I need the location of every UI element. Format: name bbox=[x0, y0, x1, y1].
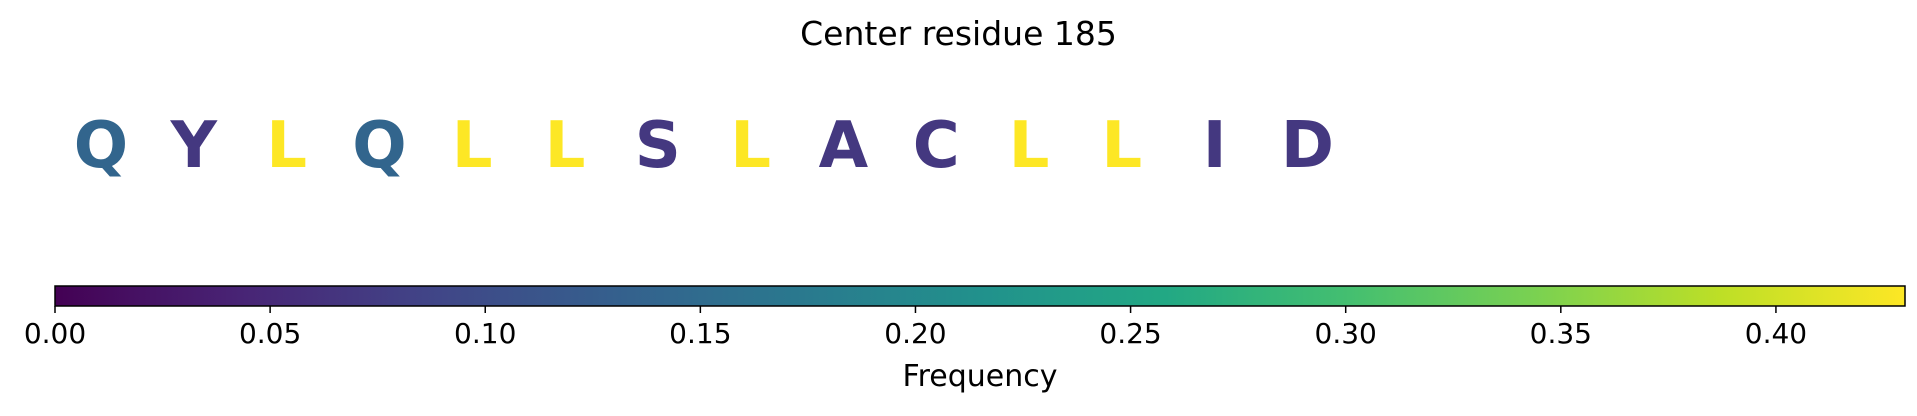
colorbar-tick-label: 0.40 bbox=[1745, 317, 1807, 350]
colorbar-tick-label: 0.35 bbox=[1530, 317, 1592, 350]
colorbar: 0.00 0.05 0.10 0.15 0.20 0.25 0.30 0.35 0.40 Fre… bbox=[24, 285, 1906, 394]
residue-letter: L bbox=[1101, 109, 1143, 183]
residue-letter: D bbox=[1280, 109, 1334, 183]
residue-letter: L bbox=[730, 109, 771, 183]
residue-letter: L bbox=[1008, 109, 1050, 183]
colorbar-tick-label: 0.30 bbox=[1315, 317, 1377, 350]
chart-title: Center residue 185 bbox=[800, 14, 1117, 53]
residue-letter: L bbox=[544, 109, 586, 183]
colorbar-tick-label: 0.10 bbox=[454, 317, 516, 350]
residue-letter: Q bbox=[73, 109, 129, 183]
residue-letter: S bbox=[634, 109, 681, 183]
residue-letter: Q bbox=[352, 109, 407, 183]
colorbar-gradient bbox=[54, 285, 1906, 307]
residue-letter: L bbox=[451, 109, 493, 183]
colorbar-label: Frequency bbox=[903, 359, 1058, 394]
colorbar-tick-label: 0.20 bbox=[884, 317, 946, 350]
colorbar-tick-label: 0.00 bbox=[24, 317, 86, 350]
residue-letter: Y bbox=[170, 109, 217, 183]
residue-letter: I bbox=[1202, 109, 1227, 183]
residue-letter: C bbox=[912, 109, 960, 183]
colorbar-tick-label: 0.25 bbox=[1099, 317, 1161, 350]
colorbar-tick-label: 0.05 bbox=[239, 317, 301, 350]
colorbar-tick-label: 0.15 bbox=[669, 317, 731, 350]
residue-letter: A bbox=[818, 109, 869, 183]
residue-letter: L bbox=[266, 109, 307, 183]
